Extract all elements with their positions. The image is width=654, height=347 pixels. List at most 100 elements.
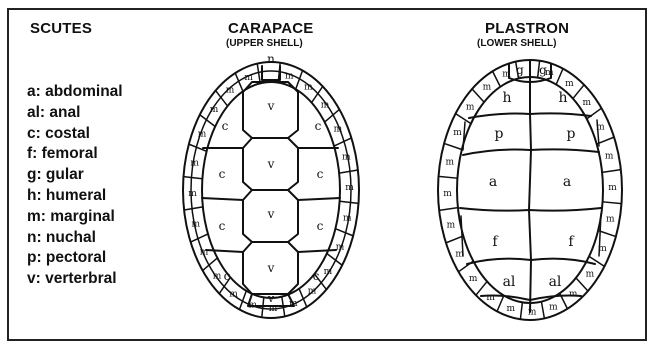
marginal-label: m (605, 151, 614, 161)
marginal-label: m (598, 244, 607, 254)
marginal-label: m (447, 221, 456, 231)
carapace-title: CARAPACE (228, 20, 314, 37)
marginal-divider (541, 302, 544, 319)
marginal-label: m (324, 267, 333, 277)
costal-label: c (315, 119, 322, 133)
marginal-label: m (226, 85, 235, 95)
pectoral-label: p (567, 126, 576, 142)
marginal-label: m (304, 82, 313, 92)
anal-label: al (549, 274, 562, 290)
anal-label: al (503, 274, 516, 290)
carapace-vertebral-column: v v v v v (243, 82, 298, 306)
marginal-divider (497, 295, 504, 311)
marginal-divider (335, 229, 353, 236)
marginal-divider (587, 108, 602, 119)
abdominal-label: a (563, 174, 571, 190)
plastron-midline (529, 84, 531, 312)
marginal-label: m (569, 290, 578, 300)
marginal-divider (556, 69, 563, 85)
marginal-label: m (453, 128, 462, 138)
carapace-subtitle: (UPPER SHELL) (226, 38, 303, 49)
marginal-divider (446, 236, 463, 243)
humeral-label: h (502, 90, 511, 106)
abdominal-label: a (489, 174, 497, 190)
marginal-label: m (502, 70, 511, 80)
marginal-divider (183, 177, 202, 179)
costal-label: c (219, 167, 226, 181)
legend-item-costal: c: costal (27, 124, 123, 145)
carapace-diagram: n v v v v v c c c c c c c c mmmmmmmmmmmm… (170, 50, 370, 342)
plastron-subtitle: (LOWER SHELL) (477, 38, 556, 49)
carapace-costal-scutes: c c c c c c c c (202, 119, 340, 283)
marginal-label: m (343, 214, 352, 224)
vertebral-label: v (267, 261, 275, 275)
marginal-label: m (466, 102, 475, 112)
marginal-divider (340, 201, 359, 203)
marginal-divider (576, 278, 588, 291)
legend-item-marginal: m: marginal (27, 207, 123, 228)
marginal-divider (444, 143, 462, 149)
marginal-label: m (486, 293, 495, 303)
pectoral-label: p (495, 126, 504, 142)
marginal-label: m (308, 287, 317, 297)
marginal-label: m (345, 183, 354, 193)
vertebral-label: v (267, 157, 275, 171)
marginal-label: m (190, 158, 199, 168)
carapace-nuchal-scute: n (262, 52, 280, 80)
marginal-label: m (443, 189, 452, 199)
marginal-divider (203, 258, 218, 271)
marginal-label: m (321, 100, 330, 110)
legend-item-pectoral: p: pectoral (27, 248, 123, 269)
marginal-label: m (565, 79, 574, 89)
costal-label: c (317, 167, 324, 181)
vertebral-label: v (267, 207, 275, 221)
vertebral-label: v (267, 99, 275, 113)
marginal-label: m (549, 302, 558, 312)
marginal-divider (257, 64, 260, 84)
legend-item-abdominal: a: abdominal (27, 82, 123, 103)
marginal-label: m (229, 290, 238, 300)
marginal-label: m (483, 82, 492, 92)
marginal-label: m (608, 183, 617, 193)
marginal-divider (493, 71, 501, 87)
plastron-title: PLASTRON (485, 20, 569, 37)
marginal-divider (339, 170, 358, 173)
marginal-label: m (191, 220, 200, 230)
marginal-divider (325, 109, 340, 122)
marginal-label: m (213, 272, 222, 282)
marginal-label: m (269, 304, 278, 314)
marginal-divider (573, 85, 584, 99)
legend-item-humeral: h: humeral (27, 186, 123, 207)
marginal-label: m (545, 68, 554, 78)
marginal-label: m (586, 270, 595, 280)
marginal-label: m (606, 214, 615, 224)
costal-label: c (219, 219, 226, 233)
marginal-divider (603, 202, 622, 204)
marginal-label: m (200, 248, 209, 258)
marginal-label: m (455, 249, 464, 259)
marginal-label: m (583, 98, 592, 108)
marginal-label: m (198, 130, 207, 140)
legend-item-gular: g: gular (27, 165, 123, 186)
marginal-label: m (336, 242, 345, 252)
costal-label: c (317, 219, 324, 233)
marginal-label: m (210, 105, 219, 115)
legend-item-anal: al: anal (27, 103, 123, 124)
plastron-diagram: g g h h p p a a f f al al mmmmmmmmmmmmmm… (425, 50, 635, 342)
marginal-divider (262, 297, 264, 317)
marginal-label: m (506, 304, 515, 314)
costal-label: c (222, 119, 229, 133)
marginal-label: m (188, 189, 197, 199)
marginal-divider (459, 261, 474, 272)
marginal-label: m (244, 73, 253, 83)
marginal-label: m (342, 152, 351, 162)
marginal-label: m (596, 123, 605, 133)
legend-item-femoral: f: femoral (27, 144, 123, 165)
femoral-label: f (492, 234, 499, 250)
marginal-label: m (446, 158, 455, 168)
marginal-label: m (528, 307, 537, 317)
femoral-label: f (568, 234, 575, 250)
humeral-label: h (558, 90, 567, 106)
marginal-divider (602, 170, 621, 173)
legend-item-nuchal: n: nuchal (27, 228, 123, 249)
